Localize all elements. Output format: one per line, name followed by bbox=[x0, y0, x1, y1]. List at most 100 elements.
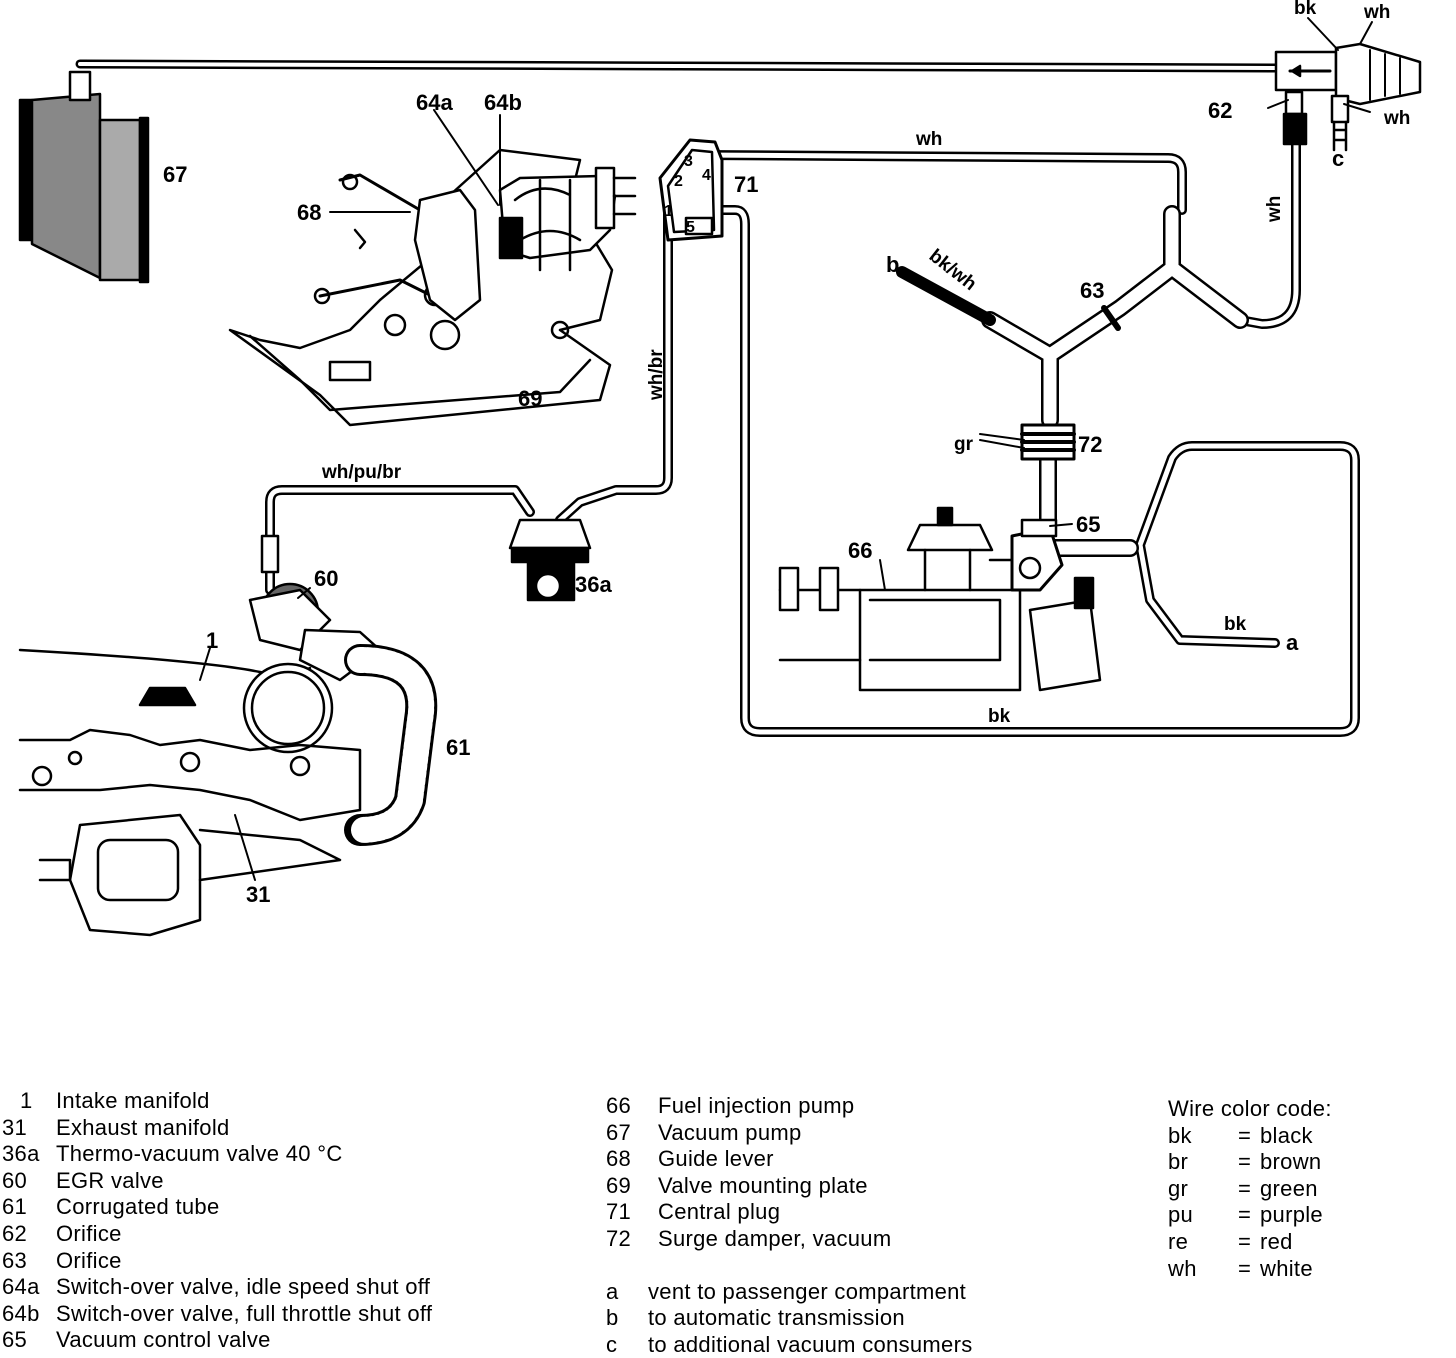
legend-text: vent to passenger compartment bbox=[648, 1278, 967, 1304]
legend-text: Fuel injection pump bbox=[658, 1093, 855, 1118]
pin-2: 2 bbox=[674, 173, 683, 190]
surge-damper-72 bbox=[1020, 423, 1076, 461]
legend-key: 66 bbox=[606, 1093, 632, 1118]
legend-key: 36a bbox=[2, 1141, 40, 1167]
legend-key: 64b bbox=[2, 1300, 40, 1326]
legend-text: Orifice bbox=[56, 1220, 122, 1246]
label-66: 66 bbox=[848, 538, 872, 563]
legend-row: 64b Switch-over valve, full throttle shut… bbox=[2, 1301, 432, 1328]
legend-key: a bbox=[606, 1278, 619, 1304]
legend-key: 68 bbox=[606, 1146, 632, 1172]
exhaust-manifold-31 bbox=[18, 728, 362, 937]
vacuum-control-valve-65 bbox=[1010, 518, 1064, 592]
label-65: 65 bbox=[1076, 512, 1100, 537]
legend-text: red bbox=[1260, 1228, 1293, 1254]
guide-lever-68 bbox=[313, 173, 482, 322]
hose-pump-to-orifice bbox=[75, 59, 1280, 73]
wire-bk-pump: bk bbox=[1294, 0, 1317, 19]
label-67: 67 bbox=[163, 162, 187, 187]
label-68: 68 bbox=[297, 200, 321, 225]
legend-row: br=brown bbox=[1168, 1149, 1322, 1175]
legend-row: a vent to passenger compartment bbox=[606, 1279, 973, 1306]
hose-wh-top bbox=[695, 150, 1187, 215]
legend-text: EGR valve bbox=[56, 1167, 164, 1193]
label-a: a bbox=[1286, 630, 1299, 655]
label-b: b bbox=[886, 252, 899, 277]
legend-text: Central plug bbox=[658, 1199, 781, 1225]
orifice-62-assembly bbox=[1274, 42, 1422, 152]
legend-text: Switch-over valve, idle speed shut off bbox=[56, 1274, 431, 1300]
wire-wh-top: wh bbox=[915, 129, 942, 150]
vacuum-pump-67 bbox=[18, 70, 150, 284]
legend-text: Switch-over valve, full throttle shut of… bbox=[56, 1300, 433, 1326]
legend-text: Vacuum pump bbox=[658, 1119, 802, 1145]
legend-key: 63 bbox=[2, 1247, 28, 1273]
legend-text: Exhaust manifold bbox=[56, 1114, 230, 1140]
legend-key: re bbox=[1168, 1228, 1189, 1254]
vacuum-diagram: 67 64a 64b 68 69 71 3 2 4 1 5 wh 62 bk w… bbox=[18, 0, 1422, 937]
fuel-injection-pump-66 bbox=[778, 506, 1102, 692]
wire-bk-a: bk bbox=[1224, 614, 1247, 635]
legend-key: 61 bbox=[2, 1194, 28, 1220]
legend-row: 62 Orifice bbox=[2, 1221, 432, 1248]
thermo-vacuum-valve-36a bbox=[508, 518, 592, 602]
legend-row: 66 Fuel injection pump bbox=[606, 1093, 973, 1120]
legend-key: c bbox=[606, 1331, 618, 1357]
label-c: c bbox=[1332, 146, 1344, 171]
legend-key: 60 bbox=[2, 1167, 28, 1193]
label-60: 60 bbox=[314, 566, 338, 591]
switch-over-valves-64 bbox=[498, 166, 637, 272]
legend-text: brown bbox=[1260, 1149, 1322, 1175]
wire-wh-br: wh/br bbox=[646, 349, 667, 401]
legend-text: Orifice bbox=[56, 1247, 122, 1273]
legend-row: 61 Corrugated tube bbox=[2, 1194, 432, 1221]
legend-row: wh=white bbox=[1168, 1255, 1313, 1281]
legend-key: bk bbox=[1168, 1122, 1192, 1148]
label-71: 71 bbox=[734, 172, 758, 197]
label-1: 1 bbox=[206, 628, 218, 653]
legend-row: re=red bbox=[1168, 1228, 1293, 1254]
wire-wh-pu-br: wh/pu/br bbox=[321, 462, 402, 483]
legend-row: bk=black bbox=[1168, 1122, 1313, 1148]
leader-lines bbox=[199, 17, 1373, 881]
label-36a: 36a bbox=[575, 572, 612, 597]
label-62: 62 bbox=[1208, 98, 1232, 123]
legend-text: green bbox=[1260, 1175, 1318, 1201]
legend-text: Thermo-vacuum valve 40 °C bbox=[56, 1141, 343, 1167]
label-69: 69 bbox=[518, 386, 542, 411]
legend-wire-colors: Wire color code: bk=black br=brown gr=gr… bbox=[1168, 1096, 1332, 1282]
hose-wh-br bbox=[555, 205, 673, 525]
legend-key: 31 bbox=[2, 1114, 28, 1140]
egr-valve-60 bbox=[248, 534, 382, 682]
legend-text: purple bbox=[1260, 1202, 1323, 1228]
hose-wh-right bbox=[1235, 95, 1301, 329]
corrugated-tube-61 bbox=[344, 644, 438, 846]
pin-1: 1 bbox=[664, 203, 673, 220]
wire-bk-bottom: bk bbox=[988, 706, 1011, 727]
legend-key: 72 bbox=[606, 1225, 632, 1251]
hose-bk-loop bbox=[700, 205, 1360, 737]
legend-text: Corrugated tube bbox=[56, 1194, 220, 1220]
label-31: 31 bbox=[246, 882, 270, 907]
legend-key: 62 bbox=[2, 1220, 28, 1246]
legend-key: pu bbox=[1168, 1202, 1194, 1228]
legend-key: wh bbox=[1168, 1255, 1197, 1281]
legend-row: 36a Thermo-vacuum valve 40 °C bbox=[2, 1141, 432, 1168]
hose-bk-wh bbox=[896, 266, 996, 326]
legend-key: br bbox=[1168, 1149, 1189, 1175]
legend-row: pu=purple bbox=[1168, 1202, 1323, 1228]
pin-4: 4 bbox=[702, 167, 711, 184]
wire-wh-right: wh bbox=[1264, 196, 1285, 223]
legend-key: b bbox=[606, 1305, 619, 1331]
wire-wh-vert: wh bbox=[1383, 108, 1410, 129]
